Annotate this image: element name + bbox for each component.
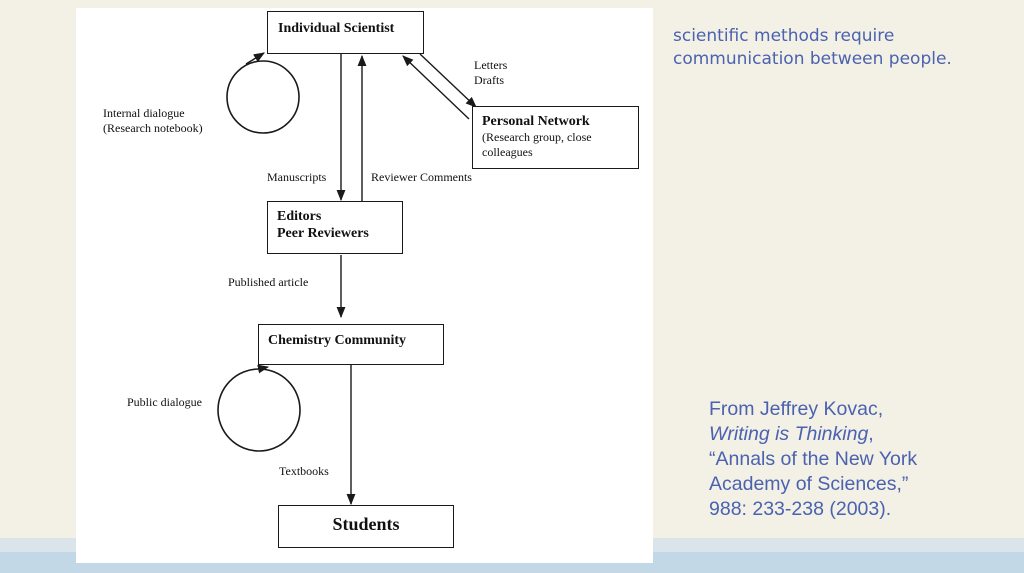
label-textbooks: Textbooks	[279, 464, 329, 478]
label-drafts: Drafts	[474, 73, 504, 87]
node-students: Students	[278, 505, 454, 548]
citation-line5: 988: 233-238 (2003).	[709, 498, 892, 520]
drafts-arrow	[402, 55, 470, 120]
node-editors-line2: Peer Reviewers	[277, 226, 369, 241]
node-personal-network-sub1: (Research group, close	[482, 130, 592, 144]
citation-line3: “Annals of the New York	[709, 448, 918, 470]
citation-line1: From Jeffrey Kovac,	[709, 398, 884, 420]
citation-line4: Academy of Sciences,”	[709, 473, 909, 495]
public-dialogue-loop	[217, 368, 301, 452]
diagram-connectors	[217, 52, 477, 506]
node-chemistry-community: Chemistry Community	[258, 324, 444, 365]
label-manuscripts: Manuscripts	[267, 170, 327, 184]
node-individual-scientist-title: Individual Scientist	[278, 21, 395, 36]
node-individual-scientist: Individual Scientist	[267, 11, 424, 54]
node-personal-network-title: Personal Network	[482, 114, 590, 129]
label-public-dialogue: Public dialogue	[127, 395, 202, 409]
letters-arrow	[419, 53, 477, 108]
label-internal-dialogue-1: Internal dialogue	[103, 106, 185, 120]
slide-caption-line2: communication between people.	[673, 49, 952, 69]
citation-line2: Writing is Thinking,	[709, 422, 917, 447]
label-reviewer-comments: Reviewer Comments	[371, 170, 472, 184]
node-students-title: Students	[332, 514, 400, 534]
communication-diagram: Individual Scientist Personal Network (R…	[76, 8, 653, 563]
citation-title: Writing is Thinking	[709, 423, 869, 445]
internal-dialogue-arrow	[245, 52, 265, 65]
public-dialogue-arrow	[257, 364, 270, 374]
node-editors: Editors Peer Reviewers	[267, 201, 403, 254]
label-letters: Letters	[474, 58, 508, 72]
citation-title-suffix: ,	[868, 423, 874, 445]
node-chemistry-community-title: Chemistry Community	[268, 333, 407, 348]
slide-caption: scientific methods require communication…	[673, 25, 952, 71]
label-internal-dialogue-2: (Research notebook)	[103, 121, 203, 135]
node-personal-network-sub2: colleagues	[482, 145, 533, 159]
internal-dialogue-loop	[226, 60, 300, 134]
label-published-article: Published article	[228, 275, 309, 289]
citation: From Jeffrey Kovac, Writing is Thinking,…	[709, 397, 917, 522]
slide-caption-line1: scientific methods require	[673, 26, 895, 46]
node-editors-line1: Editors	[277, 209, 322, 224]
node-personal-network: Personal Network (Research group, close …	[472, 106, 639, 169]
